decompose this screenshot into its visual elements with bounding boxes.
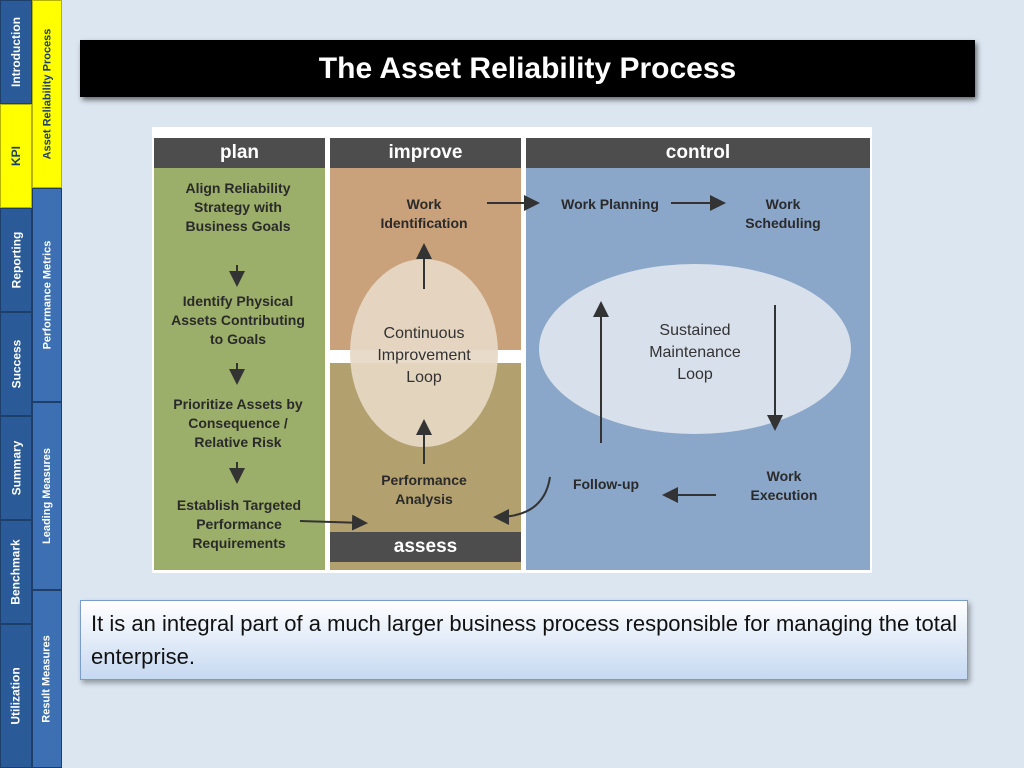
plan-panel	[154, 138, 325, 570]
tab-label: Benchmark	[9, 539, 23, 605]
plan-header: plan	[154, 138, 325, 168]
secondary-nav: Asset Reliability Process Performance Me…	[32, 0, 62, 768]
work-execution: Work Execution	[750, 468, 818, 503]
plan-to-analysis-arrow	[299, 514, 368, 531]
improve-header-label: improve	[388, 142, 463, 163]
assess-header-label: assess	[393, 536, 458, 557]
caption-box: It is an integral part of a much larger …	[80, 600, 968, 680]
tab-introduction[interactable]: Introduction	[0, 0, 32, 104]
tab-benchmark[interactable]: Benchmark	[0, 520, 32, 624]
sustained-maintenance-loop: Sustained Maintenance Loop	[649, 322, 741, 383]
tab-result-measures[interactable]: Result Measures	[32, 590, 62, 768]
tab-label: Summary	[9, 440, 24, 496]
diagram-graphics	[229, 195, 851, 531]
plan-step-prioritize: Prioritize Assets by Consequence / Relat…	[173, 396, 303, 450]
tab-asset-reliability-process[interactable]: Asset Reliability Process	[32, 0, 62, 188]
tab-label: Performance Metrics	[41, 240, 54, 350]
tab-leading-measures[interactable]: Leading Measures	[32, 402, 62, 590]
sustained-loop-ellipse	[539, 264, 851, 434]
plan-step-identify: Identify Physical Assets Contributing to…	[171, 293, 305, 347]
tab-label: Introduction	[9, 17, 24, 87]
control-header: control	[526, 138, 870, 168]
improve-header: improve	[330, 138, 521, 168]
work-scheduling: Work Scheduling	[745, 196, 821, 231]
tab-summary[interactable]: Summary	[0, 416, 32, 520]
tab-label: Leading Measures	[41, 448, 54, 544]
slide-title: The Asset Reliability Process	[318, 51, 737, 85]
tab-reporting[interactable]: Reporting	[0, 208, 32, 312]
tab-label: Result Measures	[41, 635, 53, 723]
tab-label: Success	[9, 339, 24, 389]
follow-up: Follow-up	[572, 476, 640, 492]
tab-label: Utilization	[9, 667, 24, 725]
tab-label: KPI	[8, 145, 23, 167]
work-identification: Work Identification	[380, 196, 468, 231]
tab-label: Asset Reliability Process	[41, 28, 53, 160]
plan-header-label: plan	[219, 142, 260, 163]
plan-step-align: Align Reliability Strategy with Business…	[185, 180, 291, 234]
tab-performance-metrics[interactable]: Performance Metrics	[32, 188, 62, 402]
assess-header: assess	[330, 532, 521, 562]
plan-step-establish: Establish Targeted Performance Requireme…	[176, 497, 302, 551]
performance-analysis: Performance Analysis	[381, 472, 467, 507]
title-bar: The Asset Reliability Process	[80, 40, 975, 97]
work-planning: Work Planning	[561, 196, 659, 212]
tab-utilization[interactable]: Utilization	[0, 624, 32, 768]
primary-nav: Introduction KPI Reporting Success Summa…	[0, 0, 32, 768]
tab-kpi[interactable]: KPI	[0, 104, 32, 208]
continuous-loop-ellipse	[350, 259, 498, 447]
caption-text: It is an integral part of a much larger …	[91, 611, 957, 669]
asset-reliability-diagram: plan improve assess control	[152, 127, 872, 573]
followup-to-analysis-arrow	[493, 476, 551, 525]
tab-success[interactable]: Success	[0, 312, 32, 416]
continuous-improvement-loop: Continuous Improvement Loop	[377, 325, 471, 386]
control-header-label: control	[665, 142, 731, 163]
tab-label: Reporting	[9, 231, 24, 289]
